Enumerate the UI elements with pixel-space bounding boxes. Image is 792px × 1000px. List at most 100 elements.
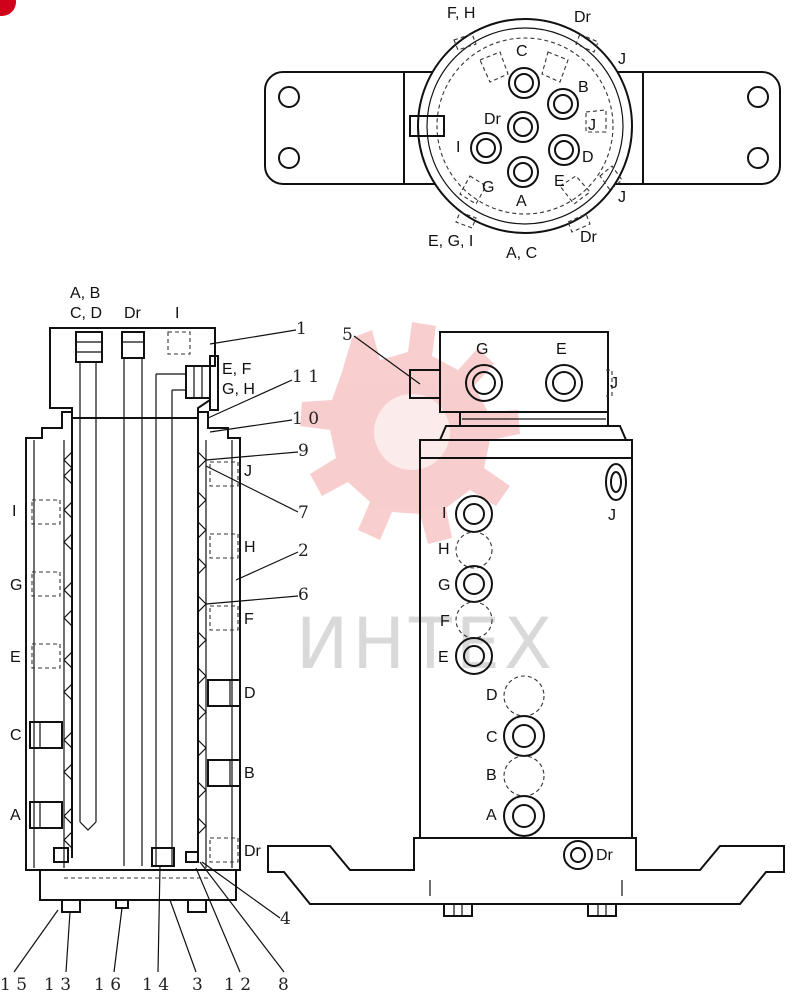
flange-hole-icon bbox=[747, 147, 769, 169]
top-port-a bbox=[507, 156, 539, 188]
side-label-e: E bbox=[556, 341, 567, 358]
callout-11: 1 1 bbox=[292, 367, 319, 387]
watermark-gear-logo bbox=[300, 322, 520, 544]
callout-12: 1 2 bbox=[224, 975, 251, 995]
top-port-i bbox=[470, 132, 502, 164]
flange-hole-icon bbox=[278, 86, 300, 108]
flange-hole-icon bbox=[278, 147, 300, 169]
section-port-i bbox=[31, 499, 61, 525]
section-housing bbox=[25, 411, 72, 871]
section-label-b: B bbox=[244, 765, 255, 782]
side-label-dr: Dr bbox=[596, 847, 614, 864]
callout-1: 1 bbox=[296, 319, 307, 339]
top-port-c bbox=[508, 67, 540, 99]
top-label-j-inner: J bbox=[588, 117, 596, 134]
side-view: 5 G E J J I H G bbox=[267, 325, 785, 917]
callout-2: 2 bbox=[298, 541, 309, 561]
corner-badge-icon bbox=[0, 0, 16, 16]
section-bottom-cover bbox=[39, 869, 237, 901]
section-label-dr: Dr bbox=[124, 305, 142, 322]
side-port-b bbox=[503, 755, 545, 797]
top-label-fh: F, H bbox=[447, 5, 475, 22]
section-view: A, B C, D Dr I E, F G, H bbox=[0, 285, 319, 995]
top-label-b: B bbox=[578, 79, 589, 96]
side-port-e bbox=[455, 637, 493, 675]
side-port-c bbox=[503, 715, 545, 757]
side-label-i: I bbox=[442, 505, 446, 522]
side-head-port-e bbox=[545, 364, 583, 402]
section-label-h: H bbox=[244, 539, 256, 556]
side-label-g2: G bbox=[438, 577, 450, 594]
section-label-c-side: C bbox=[10, 727, 22, 744]
section-label-j: J bbox=[244, 463, 252, 480]
section-port-d bbox=[207, 679, 241, 707]
top-label-i: I bbox=[456, 139, 460, 156]
section-label-ab: A, B bbox=[70, 285, 100, 302]
section-seal-grooves-right bbox=[197, 450, 207, 836]
side-label-h: H bbox=[438, 541, 450, 558]
top-label-e: E bbox=[554, 173, 565, 190]
top-label-c: C bbox=[516, 43, 528, 60]
top-label-dr-bottom: Dr bbox=[580, 229, 598, 246]
side-label-b: B bbox=[486, 767, 497, 784]
section-label-d: D bbox=[244, 685, 256, 702]
side-bolt-icon bbox=[587, 903, 617, 917]
top-port-dr bbox=[507, 111, 539, 143]
side-label-j-body: J bbox=[608, 507, 616, 524]
top-label-ac: A, C bbox=[506, 245, 537, 262]
side-base-flange bbox=[267, 837, 785, 905]
side-label-a: A bbox=[486, 807, 497, 824]
side-label-e2: E bbox=[438, 649, 449, 666]
section-label-cd: C, D bbox=[70, 305, 102, 322]
top-label-d: D bbox=[582, 149, 594, 166]
callout-13: 1 3 bbox=[44, 975, 71, 995]
section-port-c bbox=[29, 721, 63, 749]
top-label-j-bottom: J bbox=[618, 189, 626, 206]
top-port-d bbox=[548, 134, 580, 166]
top-label-dr-center: Dr bbox=[484, 111, 502, 128]
section-port-dr bbox=[209, 837, 239, 863]
side-label-d: D bbox=[486, 687, 498, 704]
side-label-g: G bbox=[476, 341, 488, 358]
side-label-c: C bbox=[486, 729, 498, 746]
section-seal-grooves-left bbox=[63, 450, 73, 850]
callout-15: 1 5 bbox=[0, 975, 27, 995]
side-port-g bbox=[455, 565, 493, 603]
side-port-j bbox=[605, 463, 627, 501]
section-label-dr-side: Dr bbox=[244, 843, 262, 860]
section-label-a-side: A bbox=[10, 807, 21, 824]
section-label-f: F bbox=[244, 611, 254, 628]
section-label-i-side: I bbox=[12, 503, 16, 520]
side-port-i bbox=[455, 495, 493, 533]
top-view: F, H Dr C J B Dr J I D G E A J E, G, I D… bbox=[264, 5, 781, 262]
section-port-f bbox=[209, 605, 239, 631]
callout-4: 4 bbox=[280, 909, 291, 929]
callout-3: 3 bbox=[192, 975, 203, 995]
callout-14: 1 4 bbox=[142, 975, 169, 995]
flange-hole-icon bbox=[747, 86, 769, 108]
side-label-f: F bbox=[440, 613, 450, 630]
side-port-h bbox=[455, 531, 493, 569]
top-port-b bbox=[547, 88, 579, 120]
section-head-block bbox=[49, 327, 216, 419]
callout-9: 9 bbox=[298, 441, 309, 461]
side-bolt-icon bbox=[443, 903, 473, 917]
section-label-ef: E, F bbox=[222, 361, 252, 378]
section-port-e bbox=[31, 643, 61, 669]
callout-7: 7 bbox=[298, 503, 309, 523]
side-port-a bbox=[503, 795, 545, 837]
section-label-gh: G, H bbox=[222, 381, 255, 398]
top-label-egi: E, G, I bbox=[428, 233, 473, 250]
watermark-text: ИНТЕХ bbox=[296, 603, 556, 685]
section-port-h bbox=[209, 533, 239, 559]
callout-6: 6 bbox=[298, 585, 309, 605]
callout-5: 5 bbox=[342, 325, 353, 345]
section-label-g-side: G bbox=[10, 577, 22, 594]
top-label-g: G bbox=[482, 179, 494, 196]
callout-8: 8 bbox=[278, 975, 289, 995]
callout-16: 1 6 bbox=[94, 975, 121, 995]
section-port-b bbox=[207, 759, 241, 787]
section-port-a bbox=[29, 801, 63, 829]
section-label-e-side: E bbox=[10, 649, 21, 666]
